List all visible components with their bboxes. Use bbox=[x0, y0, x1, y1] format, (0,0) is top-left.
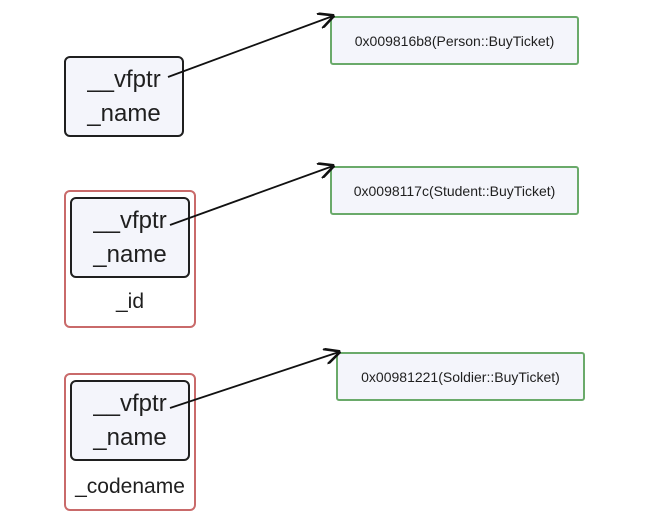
soldier-vtable-entry: 0x00981221(Soldier::BuyTicket) bbox=[336, 352, 585, 401]
person-object-box: __vfptr _name bbox=[64, 56, 184, 137]
vtable-entry-text: 0x0098117c(Student::BuyTicket) bbox=[353, 182, 556, 199]
person-vfptr-arrow bbox=[167, 16, 333, 78]
vfptr-field: __vfptr bbox=[87, 65, 161, 93]
vtable-entry-text: 0x00981221(Soldier::BuyTicket) bbox=[361, 368, 560, 385]
vfptr-field: __vfptr bbox=[93, 389, 167, 417]
soldier-base-subobject: __vfptr _name bbox=[70, 380, 190, 461]
name-field: _name bbox=[87, 99, 161, 127]
name-field: _name bbox=[93, 423, 167, 451]
codename-field: _codename bbox=[75, 475, 185, 498]
name-field: _name bbox=[93, 240, 167, 268]
person-vtable-entry: 0x009816b8(Person::BuyTicket) bbox=[330, 16, 579, 65]
vtable-entry-text: 0x009816b8(Person::BuyTicket) bbox=[354, 32, 555, 49]
student-vtable-entry: 0x0098117c(Student::BuyTicket) bbox=[330, 166, 579, 215]
id-field: _id bbox=[115, 290, 145, 313]
student-base-subobject: __vfptr _name bbox=[70, 197, 190, 278]
vfptr-field: __vfptr bbox=[93, 206, 167, 234]
